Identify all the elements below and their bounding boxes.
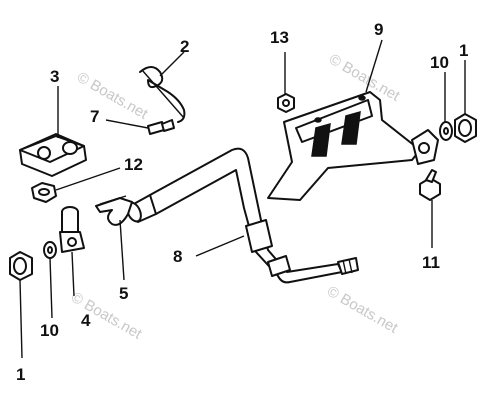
shift-rod <box>126 147 359 284</box>
callout-11: 11 <box>422 253 440 272</box>
nut-right <box>454 113 477 143</box>
bracket-nut <box>277 93 295 113</box>
spring-clip <box>139 66 186 123</box>
leader-9 <box>365 39 383 93</box>
leader-10-left <box>49 257 53 319</box>
leader-12 <box>55 167 121 191</box>
callout-7: 7 <box>90 107 99 126</box>
callout-1-right: 1 <box>459 41 468 60</box>
watermark-top-left: © Boats.net <box>74 69 151 123</box>
callout-8: 8 <box>173 247 182 266</box>
leader-1-left <box>19 279 23 359</box>
callout-9: 9 <box>374 20 383 39</box>
watermark-bottom-left: © Boats.net <box>68 289 145 343</box>
leader-2 <box>159 51 185 77</box>
leader-lines <box>19 39 466 359</box>
callout-labels: 1 2 3 4 5 7 8 9 10 11 12 13 10 1 <box>16 20 468 384</box>
callout-10-left: 10 <box>40 321 59 340</box>
nut-12 <box>31 182 57 203</box>
callout-10-right: 10 <box>430 53 449 72</box>
callout-1-left: 1 <box>16 365 25 384</box>
leader-7 <box>105 119 149 129</box>
leader-4 <box>71 251 75 297</box>
callout-3: 3 <box>50 67 59 86</box>
rod-end-block <box>19 133 87 177</box>
small-screw <box>147 119 175 135</box>
callout-4: 4 <box>81 311 91 330</box>
callout-12: 12 <box>124 155 143 174</box>
leader-5 <box>119 219 125 281</box>
bolt-right <box>419 169 441 201</box>
callout-5: 5 <box>119 284 128 303</box>
callout-2: 2 <box>180 37 189 56</box>
mounting-bracket <box>267 91 421 201</box>
washer-left <box>43 241 57 259</box>
bracket-clevis <box>411 129 439 165</box>
nut-left <box>9 251 33 281</box>
swivel-joint <box>59 206 85 253</box>
watermark-bottom-right: © Boats.net <box>324 283 401 337</box>
leader-8 <box>195 235 245 257</box>
hairpin-clip <box>95 195 133 226</box>
callout-13: 13 <box>270 28 289 47</box>
washer-right <box>439 121 453 141</box>
